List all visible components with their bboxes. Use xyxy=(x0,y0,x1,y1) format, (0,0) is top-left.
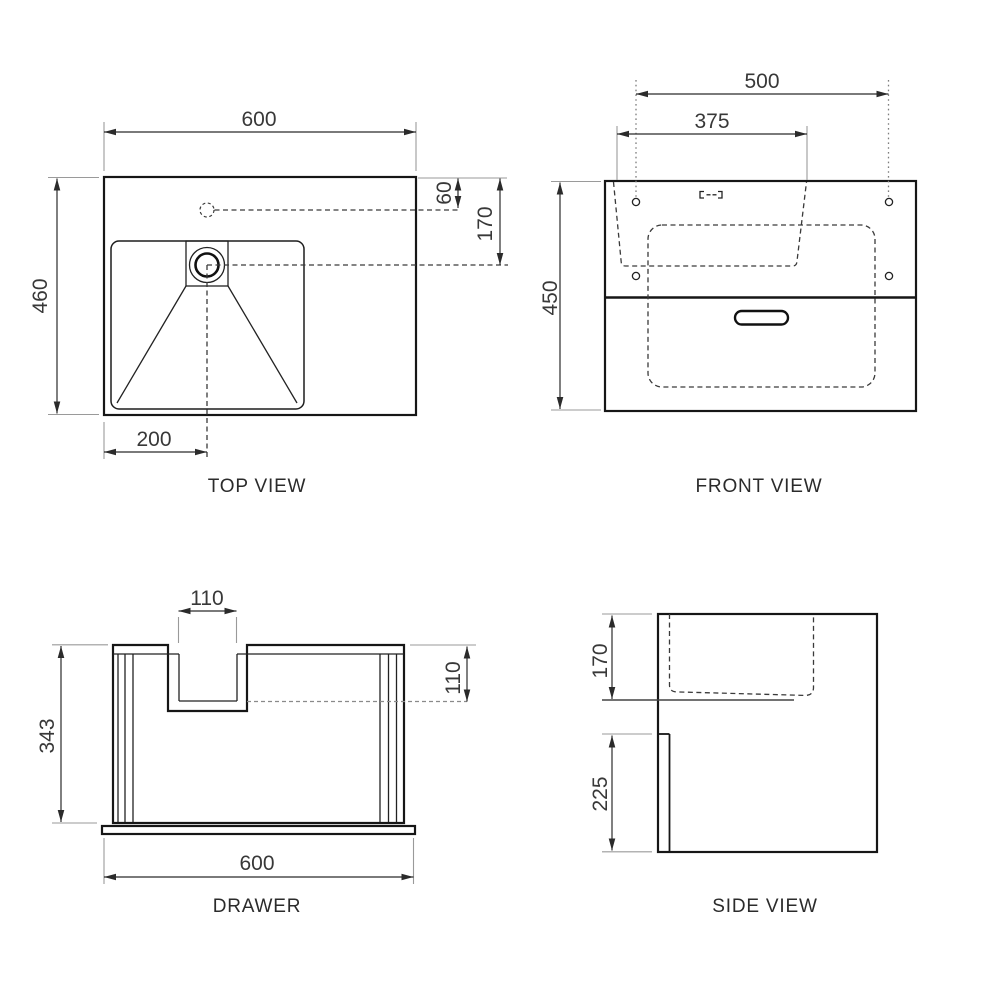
dim-drain-offset: 170 xyxy=(474,206,497,241)
dim-drawer-height: 343 xyxy=(36,718,59,753)
dim-top-depth: 460 xyxy=(29,278,52,313)
dim-faucet-offset: 60 xyxy=(433,181,456,204)
drawer-handle-cutout xyxy=(733,309,790,326)
dim-basin-width: 375 xyxy=(694,110,729,133)
side-view: 170 225 SIDE VIEW xyxy=(589,612,879,917)
hidden-drawer-box-outline xyxy=(647,224,876,388)
basin-slope-line-right xyxy=(227,285,298,404)
cabinet-side-outline xyxy=(656,612,879,854)
top-view-label: TOP VIEW xyxy=(208,476,307,497)
front-view: 500 375 450 FRONT VIEW xyxy=(539,70,918,497)
mounting-hole xyxy=(884,271,894,281)
countertop-outline xyxy=(102,175,418,417)
dim-cabinet-height: 450 xyxy=(539,280,562,315)
basin-slope-line-left xyxy=(116,285,187,404)
hidden-basin-outline xyxy=(612,181,808,267)
drawer-body-outline xyxy=(111,643,406,825)
drawer-view-label: DRAWER xyxy=(213,896,302,917)
mounting-hole xyxy=(631,271,641,281)
dim-drawer-width: 600 xyxy=(239,852,274,875)
faucet-hole-hidden-circle xyxy=(199,202,215,218)
dim-cutout-depth: 110 xyxy=(442,661,465,694)
hanger-bracket-symbol xyxy=(699,190,723,199)
drawer-base-plate xyxy=(100,824,417,836)
dim-top-width: 600 xyxy=(241,108,276,131)
drawer-view: 110 110 343 600 DRAWER xyxy=(36,587,476,917)
mounting-hole xyxy=(884,197,894,207)
dim-basin-depth: 170 xyxy=(589,643,612,678)
top-view: 600 460 60 170 200 TOP VIEW xyxy=(29,108,508,497)
mounting-hole xyxy=(631,197,641,207)
dim-drawer-front-height: 225 xyxy=(589,776,612,811)
dim-cutout-width: 110 xyxy=(190,587,223,610)
side-view-label: SIDE VIEW xyxy=(712,896,817,917)
dim-drain-from-left: 200 xyxy=(136,428,171,451)
dim-hole-spacing: 500 xyxy=(744,70,779,93)
hidden-basin-profile xyxy=(668,614,815,697)
front-view-label: FRONT VIEW xyxy=(696,476,823,497)
cabinet-front-outline xyxy=(603,179,918,413)
